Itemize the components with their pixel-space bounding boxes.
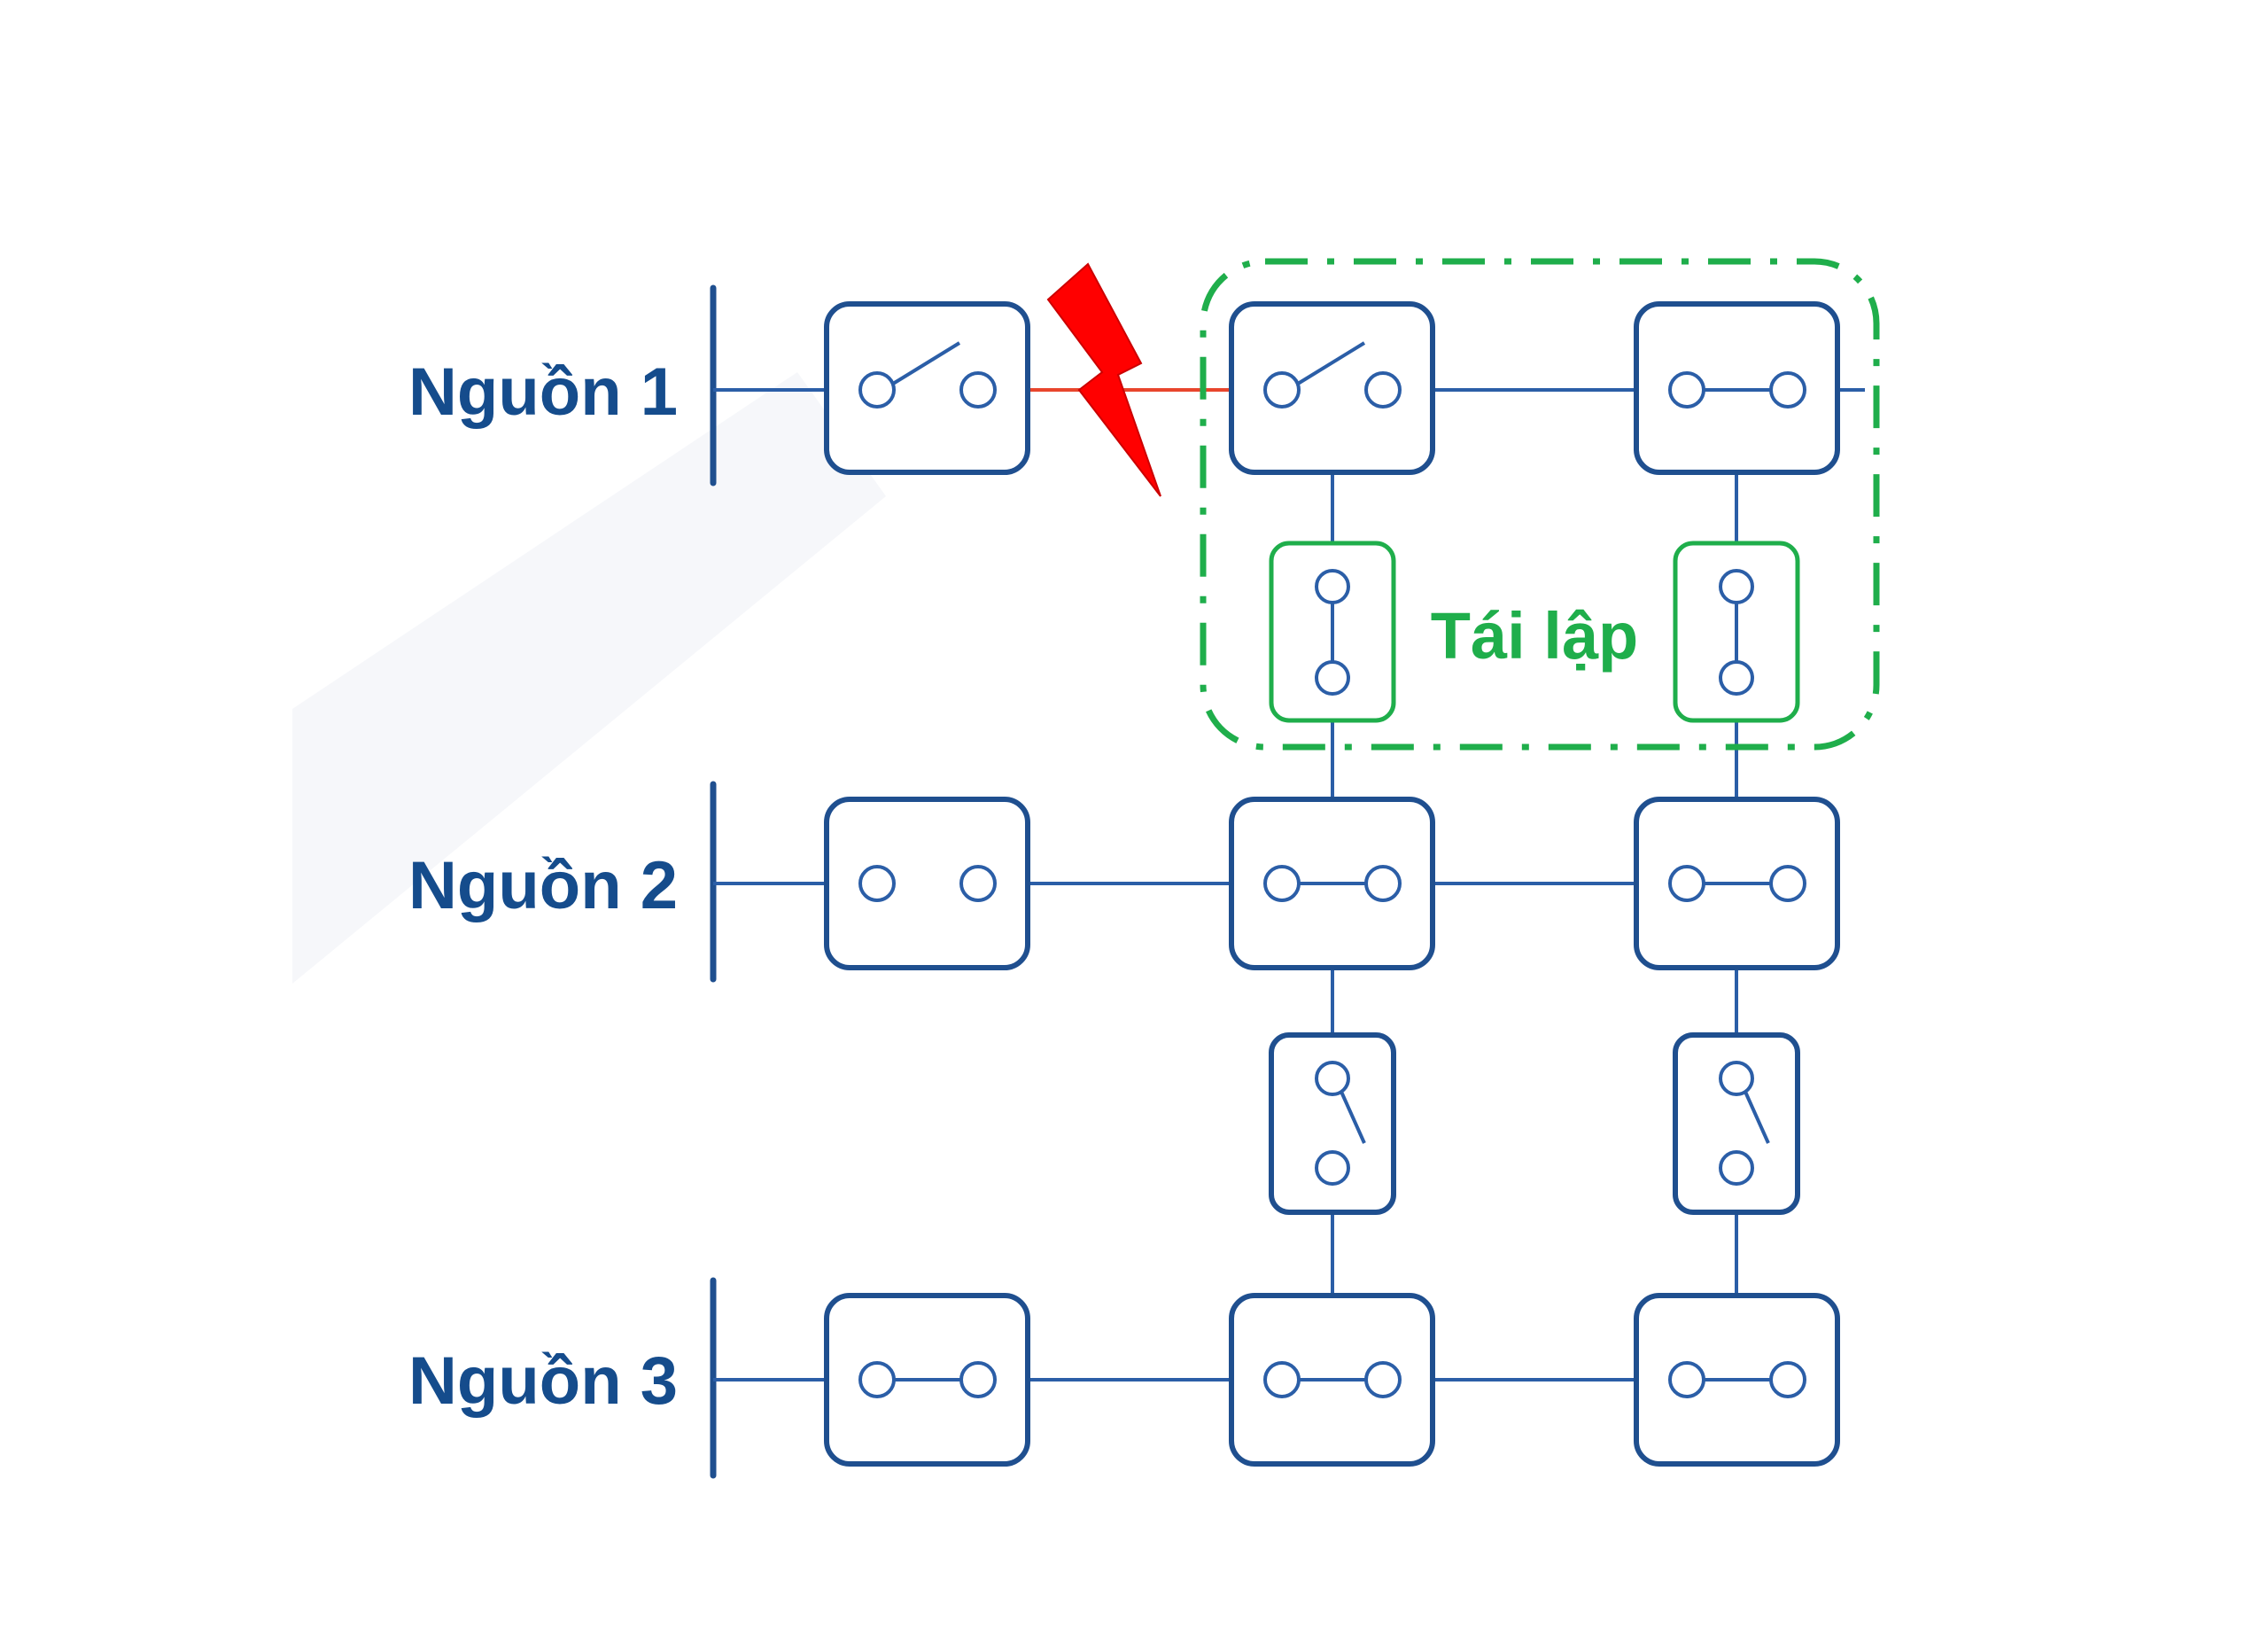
restoration-boundary [1200,258,1880,751]
watermark-shape [292,372,886,984]
switch-row1-col1[interactable] [824,301,1030,475]
switch-row2-col3[interactable] [1634,797,1840,970]
source-label-1: Nguồn 1 [408,354,678,430]
switch-row3-col3[interactable] [1634,1293,1840,1467]
tie-switch-bottom-col2[interactable] [1269,1032,1396,1215]
switch-row2-col2[interactable] [1229,797,1435,970]
switch-row3-col2[interactable] [1229,1293,1435,1467]
lightning-fault-icon [1046,262,1161,497]
switch-row2-col1[interactable] [824,797,1030,970]
tie-switch-top-col3[interactable] [1673,541,1800,723]
restoration-label: Tái lập [1431,599,1638,673]
tie-switch-bottom-col3[interactable] [1673,1032,1800,1215]
switch-row1-col2[interactable] [1229,301,1435,475]
tie-switch-top-col2[interactable] [1269,541,1396,723]
switch-row1-col3[interactable] [1634,301,1840,475]
switch-row3-col1[interactable] [824,1293,1030,1467]
source-label-3: Nguồn 3 [408,1343,678,1419]
source-label-2: Nguồn 2 [408,848,678,923]
